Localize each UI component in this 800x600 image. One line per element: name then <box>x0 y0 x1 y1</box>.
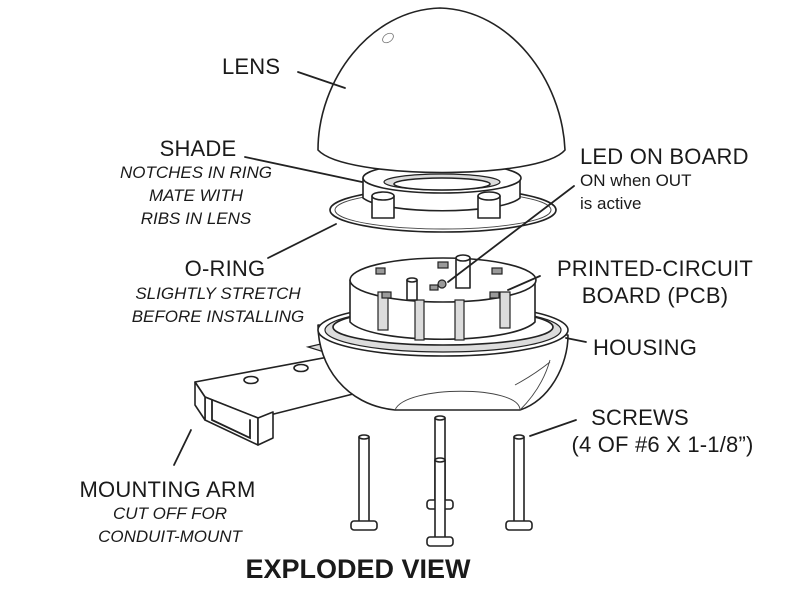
screw-1 <box>350 434 378 531</box>
screw-3 <box>426 457 454 547</box>
shade-note-line-1: NOTCHES IN RING <box>119 163 273 182</box>
mounting-arm-label: MOUNTING ARM <box>79 477 256 502</box>
led-label: LED ON BOARD <box>580 144 749 169</box>
shade-note-line-2: MATE WITH <box>148 186 244 205</box>
pcb-label-line-1: PRINTED-CIRCUIT <box>556 256 754 281</box>
screw-4 <box>505 434 533 531</box>
led-note-line-2: is active <box>580 194 642 213</box>
shade-note-line-3: RIBS IN LENS <box>140 209 252 228</box>
mounting-arm-note-line-1: CUT OFF FOR <box>113 504 227 523</box>
pcb-part <box>349 254 537 341</box>
o-ring-note-line-1: SLIGHTLY STRETCH <box>135 284 301 303</box>
screws-part <box>350 415 533 547</box>
leader-lines <box>173 71 587 466</box>
mounting-arm-note-line-2: CONDUIT-MOUNT <box>98 527 242 546</box>
shade-label: SHADE <box>159 136 237 161</box>
o-ring-note-line-2: BEFORE INSTALLING <box>131 307 305 326</box>
diagram-title: EXPLODED VIEW <box>245 554 471 584</box>
lens-label: LENS <box>222 54 281 79</box>
lens-part <box>317 7 566 174</box>
screws-label-line-2: (4 OF #6 X 1-1/8”) <box>571 432 754 457</box>
o-ring-label: O-RING <box>184 256 266 281</box>
housing-label: HOUSING <box>593 335 698 360</box>
screws-label-line-1: SCREWS <box>591 405 689 430</box>
led-note-line-1: ON when OUT <box>580 171 692 190</box>
pcb-label-line-2: BOARD (PCB) <box>581 283 729 308</box>
